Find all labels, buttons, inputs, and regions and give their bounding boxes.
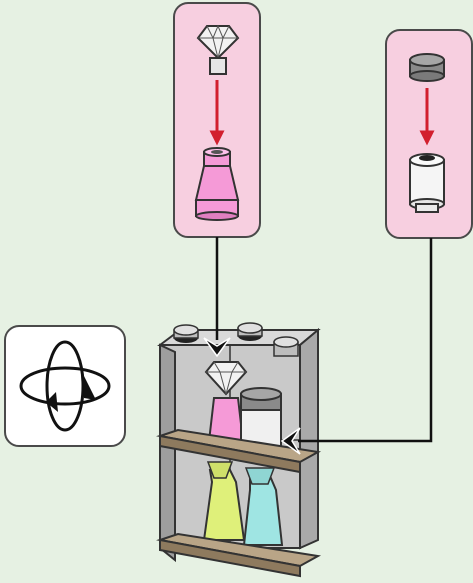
- diamond-jewel-icon: [196, 24, 240, 75]
- placement-arrow-b: [280, 238, 433, 455]
- rotate-model-icon: [4, 325, 126, 447]
- callout-step-a: [173, 2, 261, 238]
- stud: [273, 336, 299, 357]
- round-tile-cap-icon: [409, 53, 445, 82]
- placement-arrow-a: [203, 237, 231, 358]
- shelf-model: [156, 322, 322, 578]
- lime-bottle: [202, 461, 246, 541]
- aqua-bottle: [242, 467, 284, 546]
- callout-step-b: [385, 29, 473, 239]
- cone-bottle-icon: [194, 147, 240, 221]
- stud: [237, 322, 263, 341]
- stud: [173, 324, 199, 343]
- clear-round-brick-icon: [409, 153, 445, 213]
